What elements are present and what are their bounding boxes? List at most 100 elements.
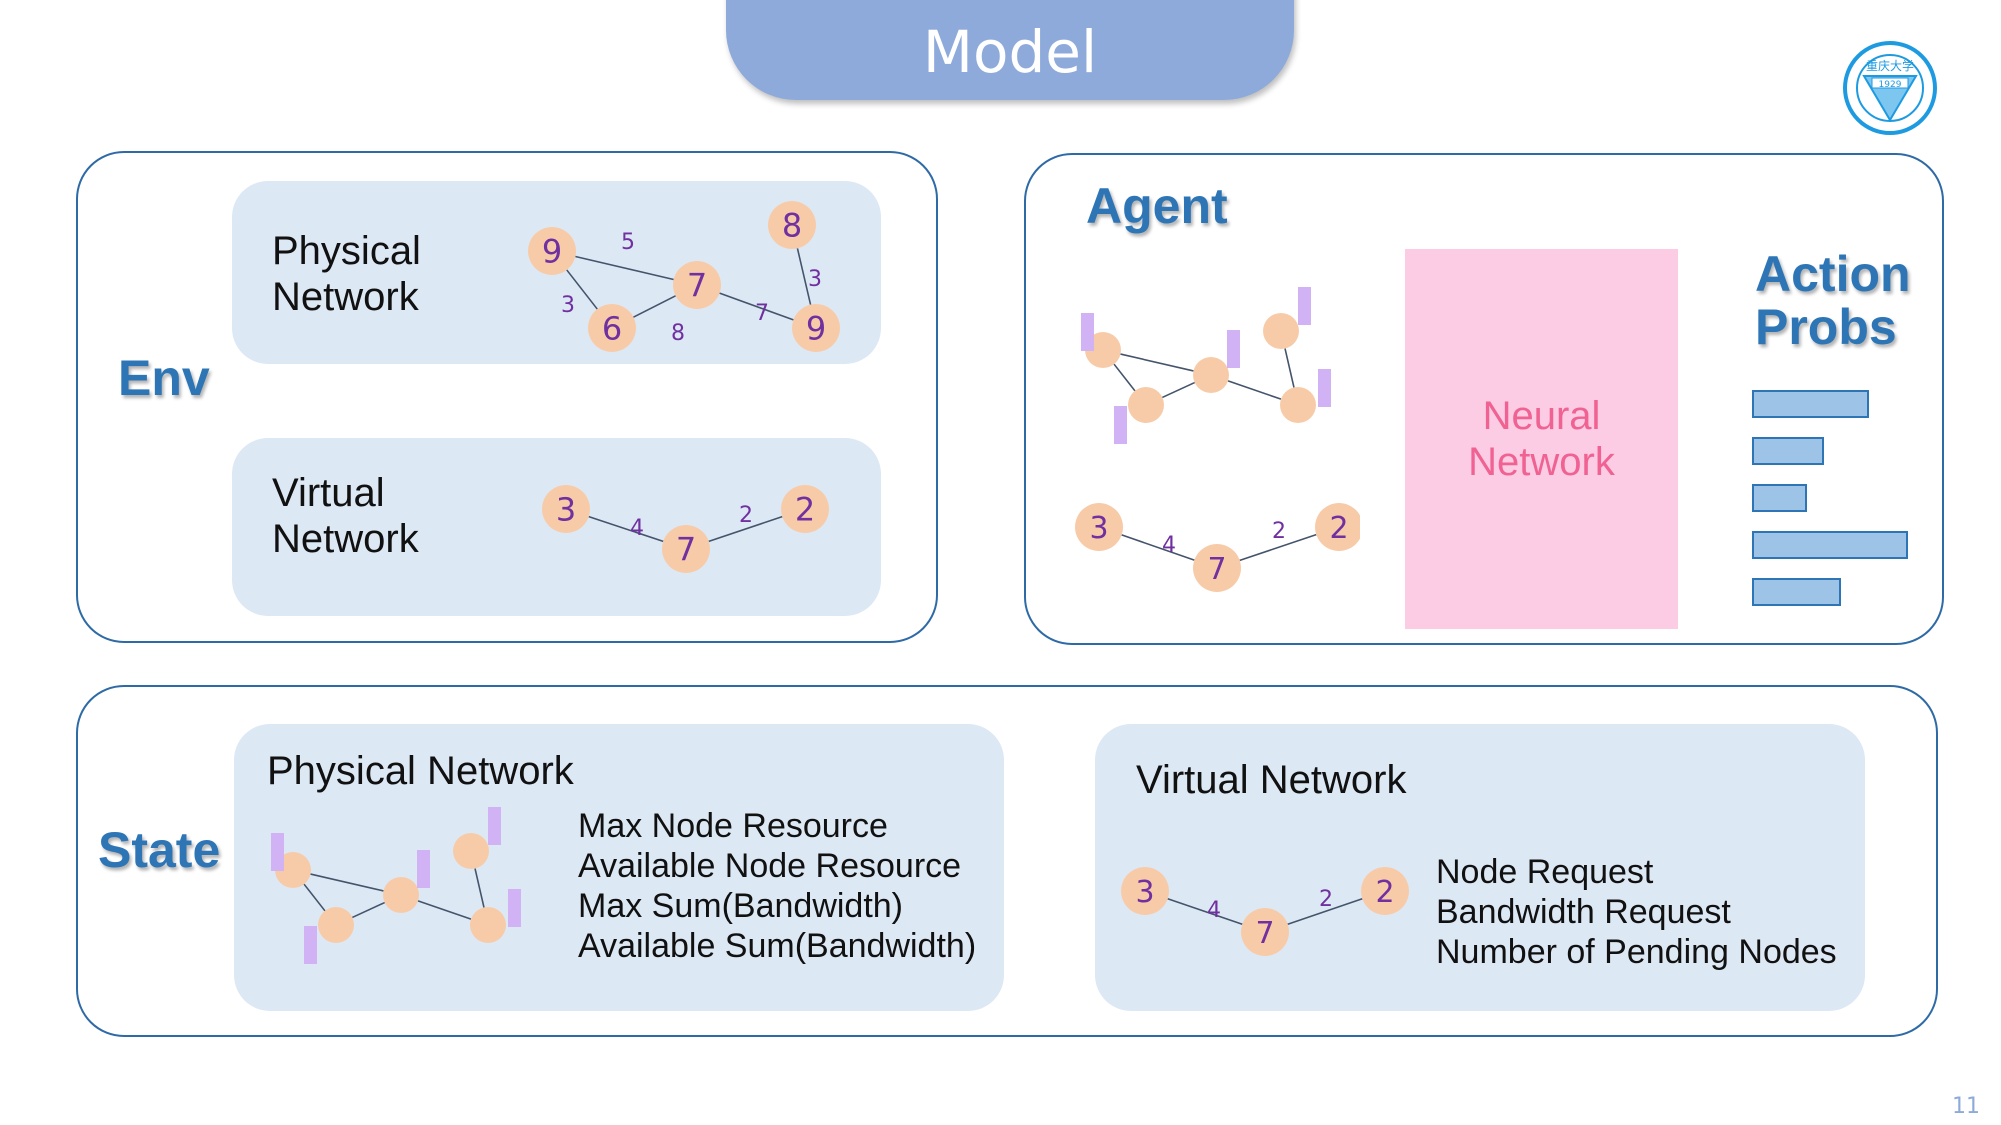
env-physical-node-label: 8 [782, 207, 802, 245]
state-physical-node [383, 877, 419, 913]
agent-virtual-node-label: 2 [1329, 511, 1348, 546]
state-physical-edge [303, 883, 326, 912]
state-physical-feature-item: Max Sum(Bandwidth) [578, 887, 904, 925]
state-physical-node [318, 907, 354, 943]
slide-title: Model [922, 18, 1098, 86]
state-virtual-node-label: 2 [1375, 875, 1394, 910]
agent-physical-resource-bar [1081, 313, 1094, 351]
state-virtual-feature-item: Node Request [1436, 853, 1654, 891]
state-virtual-feature-item: Number of Pending Nodes [1436, 933, 1837, 971]
state-physical-node [470, 907, 506, 943]
env-physical-edge-weight: 3 [561, 293, 575, 318]
env-virtual-node-label: 7 [676, 531, 696, 569]
env-physical-edge-weight: 8 [671, 321, 685, 346]
state-physical-node [453, 833, 489, 869]
state-virtual-edge-weight: 2 [1319, 887, 1333, 912]
env-virtual-edge [588, 515, 664, 543]
state-physical-resource-bar [508, 889, 521, 927]
action-probs-line2: Probs [1755, 298, 1897, 355]
agent-virtual-node [1315, 503, 1360, 551]
agent-physical-node [1280, 387, 1316, 423]
env-virtual-node [781, 485, 829, 533]
env-physical-edge [796, 248, 812, 305]
university-logo-icon: 1929 重庆大学 [1842, 40, 1938, 136]
env-physical-edge [575, 255, 674, 281]
state-physical-edge [417, 900, 472, 920]
state-virtual-edge [1167, 898, 1243, 925]
action-prob-bar [1752, 437, 1824, 465]
neural-network-line2: Network [1468, 440, 1615, 484]
env-physical-node-label: 7 [687, 267, 707, 305]
state-virtual-network-box [1095, 724, 1865, 1011]
action-probs-bars [1752, 390, 1908, 615]
logo-top-text: 重庆大学 [1866, 58, 1914, 73]
state-virtual-node [1241, 908, 1289, 956]
agent-physical-resource-bar [1298, 287, 1311, 325]
env-physical-network-label: Physical Network [272, 228, 421, 320]
agent-virtual-edge-weight: 4 [1162, 533, 1176, 558]
env-virtual-label-line1: Virtual [272, 471, 385, 515]
state-physical-resource-bar [271, 833, 284, 871]
agent-physical-resource-bar [1227, 330, 1240, 368]
agent-virtual-node-label: 3 [1089, 511, 1108, 546]
env-physical-label-line1: Physical [272, 229, 421, 273]
env-virtual-node [542, 485, 590, 533]
agent-physical-edge [1162, 381, 1195, 399]
env-physical-node-label: 6 [602, 310, 622, 348]
env-physical-node [673, 261, 721, 309]
action-probs-label: Action Probs [1755, 248, 1911, 353]
agent-physical-resource-bar [1318, 369, 1331, 407]
action-prob-bar [1752, 484, 1807, 512]
agent-physical-node [1128, 387, 1164, 423]
env-label: Env [118, 350, 210, 406]
state-physical-resource-bar [417, 850, 430, 888]
neural-network-line1: Neural [1482, 394, 1601, 438]
env-physical-node-label: 9 [542, 233, 562, 271]
action-probs-line1: Action [1755, 246, 1911, 302]
state-virtual-node-label: 7 [1255, 916, 1274, 951]
slide-title-banner: Model [726, 0, 1294, 100]
agent-virtual-node [1193, 544, 1241, 592]
env-virtual-edge-weight: 2 [739, 503, 753, 528]
state-label: State [98, 822, 221, 878]
env-virtual-node-label: 3 [556, 491, 576, 529]
env-virtual-node [662, 525, 710, 573]
state-virtual-node-label: 3 [1135, 875, 1154, 910]
state-physical-resource-bar [304, 926, 317, 964]
env-physical-node [792, 304, 840, 352]
state-virtual-edge [1287, 898, 1363, 925]
env-virtual-node-label: 2 [795, 491, 815, 529]
action-prob-bar [1752, 531, 1908, 559]
agent-physical-node [1263, 313, 1299, 349]
state-virtual-feature-item: Bandwidth Request [1436, 893, 1731, 931]
agent-physical-edge [1227, 380, 1282, 400]
env-physical-node-label: 9 [806, 310, 826, 348]
agent-virtual-edge [1121, 534, 1195, 561]
env-physical-edge [719, 292, 794, 321]
env-physical-node [768, 201, 816, 249]
state-virtual-edge-weight: 4 [1207, 898, 1221, 923]
state-virtual-title: Virtual Network [1136, 758, 1407, 802]
agent-physical-graph [1081, 287, 1331, 444]
env-physical-edge [566, 269, 598, 310]
env-physical-edge [633, 295, 676, 318]
env-physical-label-line2: Network [272, 275, 419, 319]
agent-label: Agent [1086, 178, 1228, 234]
page-number: 11 [1952, 1094, 1980, 1119]
state-physical-network-box [234, 724, 1004, 1011]
agent-virtual-edge-weight: 2 [1272, 519, 1286, 544]
env-virtual-network-label: Virtual Network [272, 470, 419, 562]
state-physical-feature-item: Available Node Resource [578, 847, 962, 885]
agent-physical-edge [1113, 363, 1136, 392]
state-physical-edge [352, 901, 385, 919]
env-virtual-label-line2: Network [272, 517, 419, 561]
agent-virtual-edge [1239, 533, 1317, 562]
agent-virtual-node-label: 7 [1207, 552, 1226, 587]
action-prob-bar [1752, 390, 1869, 418]
state-physical-graph [271, 807, 521, 964]
state-physical-feature-item: Max Node Resource [578, 807, 888, 845]
